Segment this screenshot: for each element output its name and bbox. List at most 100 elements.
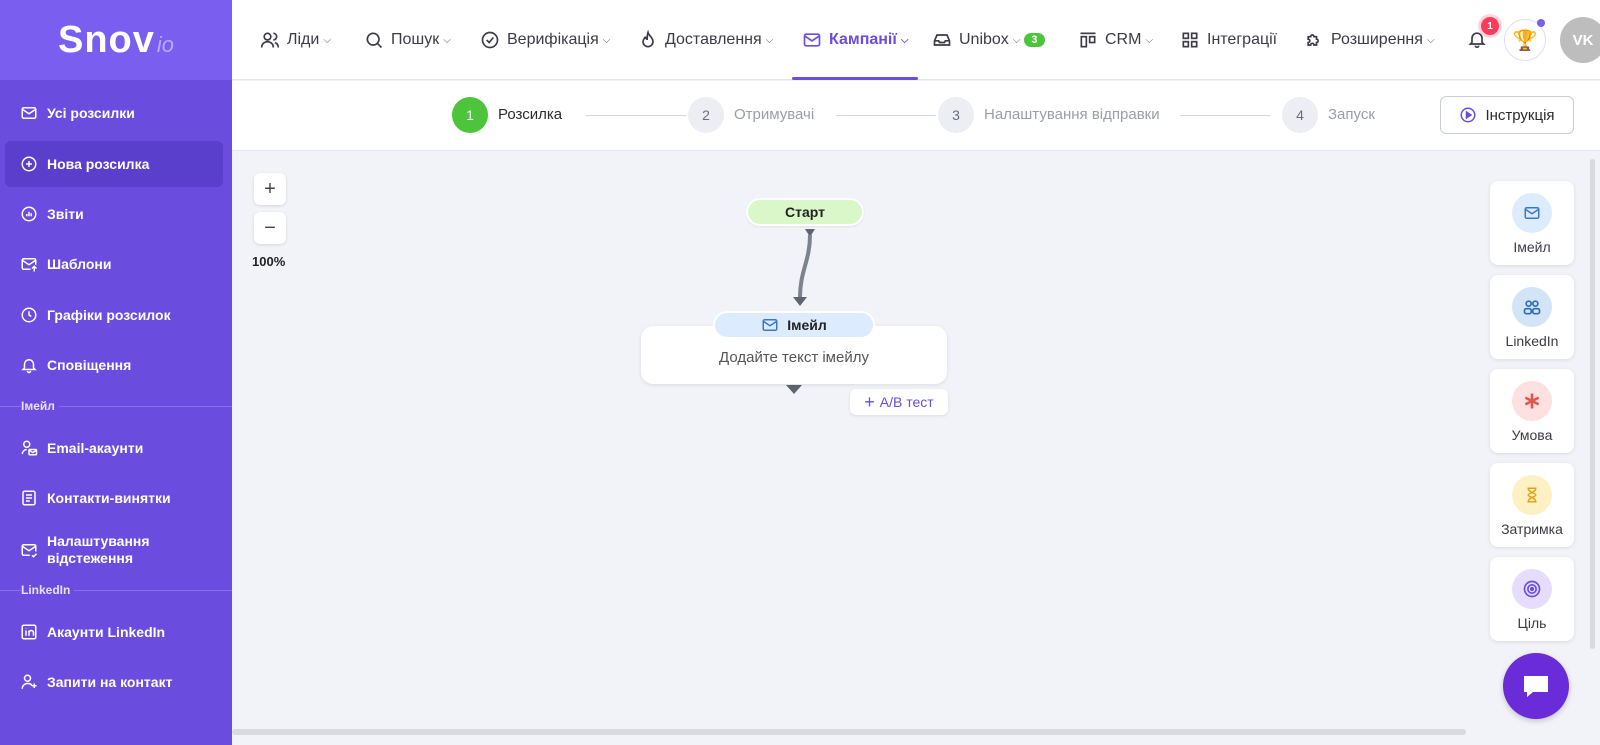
- start-node[interactable]: Старт: [746, 198, 864, 226]
- nav-deliverability[interactable]: Доставлення⌵: [638, 0, 773, 80]
- notifications-bell-icon[interactable]: [1462, 24, 1492, 54]
- sidebar-item-tracking-settings[interactable]: Налаштування відстеження: [5, 526, 223, 574]
- sidebar-item-templates[interactable]: Шаблони: [5, 241, 223, 287]
- nav-extensions[interactable]: Розширення⌵: [1304, 0, 1435, 80]
- palette-item-condition[interactable]: Умова: [1490, 369, 1574, 453]
- user-add-icon: [19, 672, 39, 692]
- top-navigation: Ліди⌵ Пошук⌵ Верифікація⌵ Доставлення⌵ К…: [232, 0, 1600, 80]
- nav-search[interactable]: Пошук⌵: [364, 0, 451, 80]
- mail-check-icon: [19, 540, 39, 560]
- flow-canvas[interactable]: + − 100% Старт Додайте текст імейлу Імей…: [232, 151, 1600, 745]
- chevron-down-icon: ⌵: [1145, 34, 1154, 46]
- chevron-down-icon: ⌵: [1012, 34, 1021, 46]
- instruction-button[interactable]: Інструкція: [1440, 96, 1574, 134]
- sidebar-item-linkedin-accounts[interactable]: Акаунти LinkedIn: [5, 609, 223, 655]
- logo-name: Snov: [57, 18, 155, 61]
- nav-campaigns[interactable]: Кампанії⌵: [791, 0, 919, 80]
- chevron-down-icon: ⌵: [323, 34, 331, 46]
- list-doc-icon: [19, 488, 39, 508]
- linkedin-people-icon: [1512, 287, 1552, 327]
- sidebar-item-label: Графіки розсилок: [47, 307, 171, 323]
- step-4-circle[interactable]: 4: [1282, 97, 1318, 133]
- step-connector: [836, 115, 936, 116]
- sidebar-item-label: Налаштування відстеження: [47, 533, 150, 566]
- hourglass-icon: [1512, 475, 1552, 515]
- chevron-down-icon: ⌵: [1426, 34, 1435, 46]
- sidebar-item-label: Запити на контакт: [47, 674, 173, 690]
- ab-test-button[interactable]: + A/B тест: [850, 389, 948, 415]
- unibox-count-badge: 3: [1024, 33, 1045, 47]
- step-2-label[interactable]: Отримувачі: [734, 106, 815, 123]
- puzzle-icon: [1304, 30, 1324, 50]
- plus-circle-icon: [19, 154, 39, 174]
- chevron-down-icon: ⌵: [602, 34, 611, 46]
- asterisk-icon: [1512, 381, 1552, 421]
- palette-item-goal[interactable]: Ціль: [1490, 557, 1574, 641]
- nav-crm[interactable]: CRM⌵: [1078, 0, 1153, 80]
- chat-button[interactable]: [1503, 653, 1569, 719]
- sidebar-item-email-accounts[interactable]: Email-акаунти: [5, 425, 223, 471]
- step-4-label[interactable]: Запуск: [1328, 106, 1375, 123]
- chevron-down-icon: ⌵: [443, 34, 451, 46]
- play-circle-icon: [1459, 106, 1477, 124]
- notifications-count-badge: 1: [1481, 17, 1499, 35]
- nav-unibox[interactable]: Unibox⌵ 3: [932, 0, 1045, 80]
- flame-icon: [638, 30, 658, 50]
- sidebar-item-label: Акаунти LinkedIn: [47, 624, 166, 640]
- grid-icon: [1180, 30, 1200, 50]
- palette-item-delay[interactable]: Затримка: [1490, 463, 1574, 547]
- sidebar-item-reports[interactable]: Звіти: [5, 191, 223, 237]
- horizontal-scrollbar[interactable]: [232, 729, 1466, 735]
- sidebar-item-exclusions[interactable]: Контакти-винятки: [5, 475, 223, 521]
- nav-integrations[interactable]: Інтеграції: [1180, 0, 1277, 80]
- inbox-icon: [932, 30, 952, 50]
- step-3-label[interactable]: Налаштування відправки: [984, 106, 1160, 123]
- palette-item-email[interactable]: Імейл: [1490, 181, 1574, 265]
- sidebar-section-email: Імейл: [0, 399, 232, 421]
- sidebar-item-label: Шаблони: [47, 256, 112, 272]
- mail-icon: [19, 103, 39, 123]
- mail-icon: [761, 316, 779, 334]
- nav-verification[interactable]: Верифікація⌵: [480, 0, 610, 80]
- zoom-level: 100%: [252, 254, 286, 269]
- plus-icon: +: [864, 391, 875, 412]
- chat-bubble-icon: [1524, 676, 1548, 697]
- target-icon: [1512, 569, 1552, 609]
- step-1-circle[interactable]: 1: [452, 97, 488, 133]
- zoom-in-button[interactable]: +: [254, 173, 286, 205]
- logo-suffix: io: [156, 32, 175, 57]
- step-1-label[interactable]: Розсилка: [498, 106, 563, 123]
- sidebar-item-new-campaign[interactable]: Нова розсилка: [5, 141, 223, 187]
- campaign-stepper: 1 Розсилка 2 Отримувачі 3 Налаштування в…: [232, 81, 1600, 151]
- users-icon: [260, 30, 280, 50]
- chevron-down-icon: ⌵: [765, 34, 774, 46]
- step-2-circle[interactable]: 2: [688, 97, 724, 133]
- step-3-circle[interactable]: 3: [938, 97, 974, 133]
- sidebar-item-all-campaigns[interactable]: Усі розсилки: [5, 90, 223, 136]
- vertical-scrollbar[interactable]: [1590, 159, 1595, 649]
- sidebar-item-notifications[interactable]: Сповіщення: [5, 342, 223, 388]
- zoom-out-button[interactable]: −: [254, 212, 286, 244]
- palette-item-linkedin[interactable]: LinkedIn: [1490, 275, 1574, 359]
- sidebar-item-schedules[interactable]: Графіки розсилок: [5, 292, 223, 338]
- sidebar-item-label: Email-акаунти: [47, 440, 144, 456]
- trophy-icon[interactable]: 🏆: [1504, 19, 1546, 61]
- crm-icon: [1078, 30, 1098, 50]
- sidebar-item-contact-requests[interactable]: Запити на контакт: [5, 659, 223, 705]
- sidebar-item-label: Нова розсилка: [47, 156, 150, 172]
- step-connector: [1180, 115, 1270, 116]
- nav-leads[interactable]: Ліди⌵: [260, 0, 331, 80]
- step-connector: [586, 115, 686, 116]
- bell-icon: [19, 355, 39, 375]
- mail-icon: [802, 30, 822, 50]
- chart-circle-icon: [19, 204, 39, 224]
- clock-icon: [19, 305, 39, 325]
- email-node-header[interactable]: Імейл: [713, 311, 875, 339]
- mail-icon: [1512, 193, 1552, 233]
- search-icon: [364, 30, 384, 50]
- sidebar-section-linkedin: LinkedIn: [0, 583, 232, 605]
- user-avatar[interactable]: VK: [1560, 17, 1600, 63]
- sidebar-item-label: Контакти-винятки: [47, 490, 171, 506]
